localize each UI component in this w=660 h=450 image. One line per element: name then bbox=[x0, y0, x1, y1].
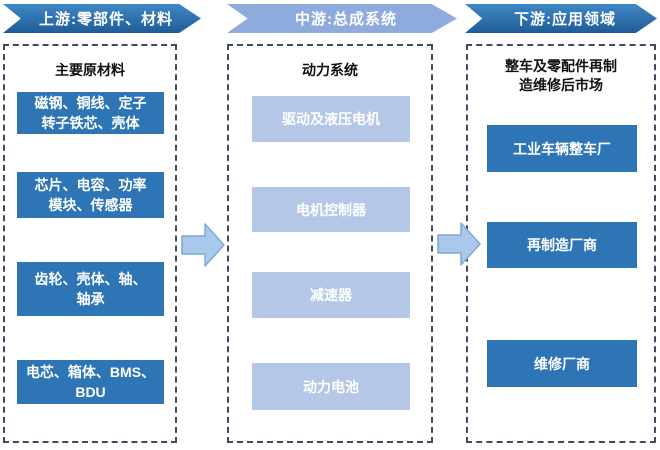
downstream-header-chevron: 下游:应用领域 bbox=[465, 4, 657, 33]
midstream-title: 动力系统 bbox=[302, 62, 358, 78]
downstream-node-vehicle-oem: 工业车辆整车厂 bbox=[487, 125, 637, 172]
downstream-title: 整车及零配件再制 造维修后市场 bbox=[505, 58, 617, 93]
downstream-node-remanufacturer: 再制造厂商 bbox=[487, 222, 637, 268]
upstream-node-gear-shaft: 齿轮、壳体、轴、 轴承 bbox=[17, 262, 164, 316]
upstream-node-magnet-copper: 磁钢、铜线、定子 转子铁芯、壳体 bbox=[17, 92, 164, 134]
upstream-node-cell-bms: 电芯、箱体、BMS、 BDU bbox=[17, 360, 164, 404]
right-arrow-icon bbox=[181, 223, 225, 267]
downstream-node-repair-vendor: 维修厂商 bbox=[487, 340, 637, 387]
midstream-node-power-battery: 动力电池 bbox=[252, 363, 410, 410]
midstream-node-drive-motor: 驱动及液压电机 bbox=[252, 96, 410, 142]
midstream-node-motor-controller: 电机控制器 bbox=[252, 187, 410, 232]
upstream-title: 主要原材料 bbox=[55, 62, 125, 78]
upstream-node-chip-capacitor: 芯片、电容、功率 模块、传感器 bbox=[17, 172, 164, 218]
midstream-header-chevron: 中游:总成系统 bbox=[227, 4, 457, 33]
right-arrow-icon bbox=[437, 222, 481, 266]
midstream-node-reducer: 减速器 bbox=[252, 272, 410, 318]
upstream-header-chevron: 上游:零部件、材料 bbox=[3, 4, 201, 33]
